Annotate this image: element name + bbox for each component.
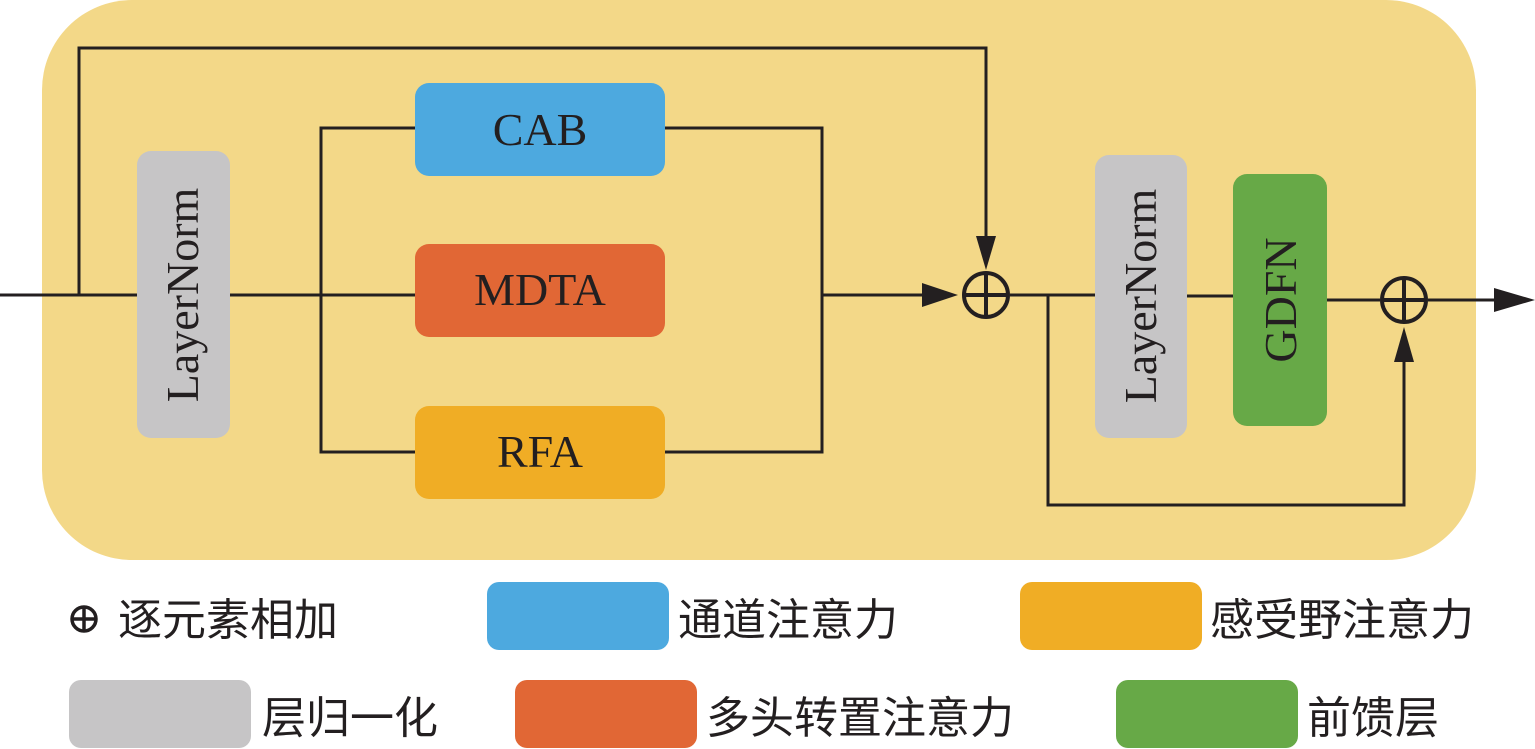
mdta-block: MDTA bbox=[415, 244, 665, 337]
cab-label: CAB bbox=[493, 104, 588, 155]
elementwise-add-node-1 bbox=[962, 271, 1010, 319]
legend-label-channel-attention: 通道注意力 bbox=[678, 595, 898, 646]
branch-split-wire bbox=[319, 126, 415, 454]
legend-swatch-receptive-field-attention bbox=[1020, 582, 1202, 650]
rfa-block: RFA bbox=[415, 406, 665, 499]
elementwise-add-node-2 bbox=[1380, 276, 1428, 324]
legend-label-multi-head-transposed-attention: 多头转置注意力 bbox=[706, 693, 1014, 744]
arrow-into-add1-left bbox=[922, 283, 958, 307]
layernorm-block-1: LayerNorm bbox=[137, 151, 230, 438]
layernorm-2-label: LayerNorm bbox=[1115, 189, 1166, 404]
legend-swatch-channel-attention bbox=[487, 582, 669, 650]
legend-label-receptive-field-attention: 感受野注意力 bbox=[1210, 595, 1474, 646]
legend-add-icon bbox=[70, 605, 98, 633]
legend-swatch-multi-head-transposed-attention bbox=[515, 680, 697, 748]
rfa-label: RFA bbox=[497, 426, 583, 477]
layernorm-1-label: LayerNorm bbox=[157, 188, 208, 403]
arrow-into-add2-bottom bbox=[1394, 327, 1414, 362]
skip-connection-1 bbox=[77, 46, 988, 295]
gdfn-label: GDFN bbox=[1255, 237, 1306, 362]
legend-label-layer-norm: 层归一化 bbox=[262, 693, 438, 744]
legend: 逐元素相加 通道注意力 感受野注意力 层归一化 多头转置注意力 前馈层 bbox=[69, 582, 1474, 748]
wires bbox=[0, 46, 1495, 507]
cab-block: CAB bbox=[415, 83, 665, 176]
legend-swatch-feed-forward bbox=[1116, 680, 1298, 748]
legend-add-label: 逐元素相加 bbox=[118, 595, 338, 646]
legend-swatch-layer-norm bbox=[69, 680, 251, 748]
skip-connection-2 bbox=[1046, 295, 1406, 507]
arrow-into-add1-top bbox=[976, 236, 996, 270]
mdta-label: MDTA bbox=[474, 264, 606, 315]
legend-label-feed-forward: 前馈层 bbox=[1307, 693, 1439, 744]
layernorm-block-2: LayerNorm bbox=[1095, 155, 1187, 438]
branch-merge-wire bbox=[665, 126, 824, 454]
arrow-output bbox=[1494, 288, 1535, 312]
gdfn-block: GDFN bbox=[1233, 174, 1327, 426]
